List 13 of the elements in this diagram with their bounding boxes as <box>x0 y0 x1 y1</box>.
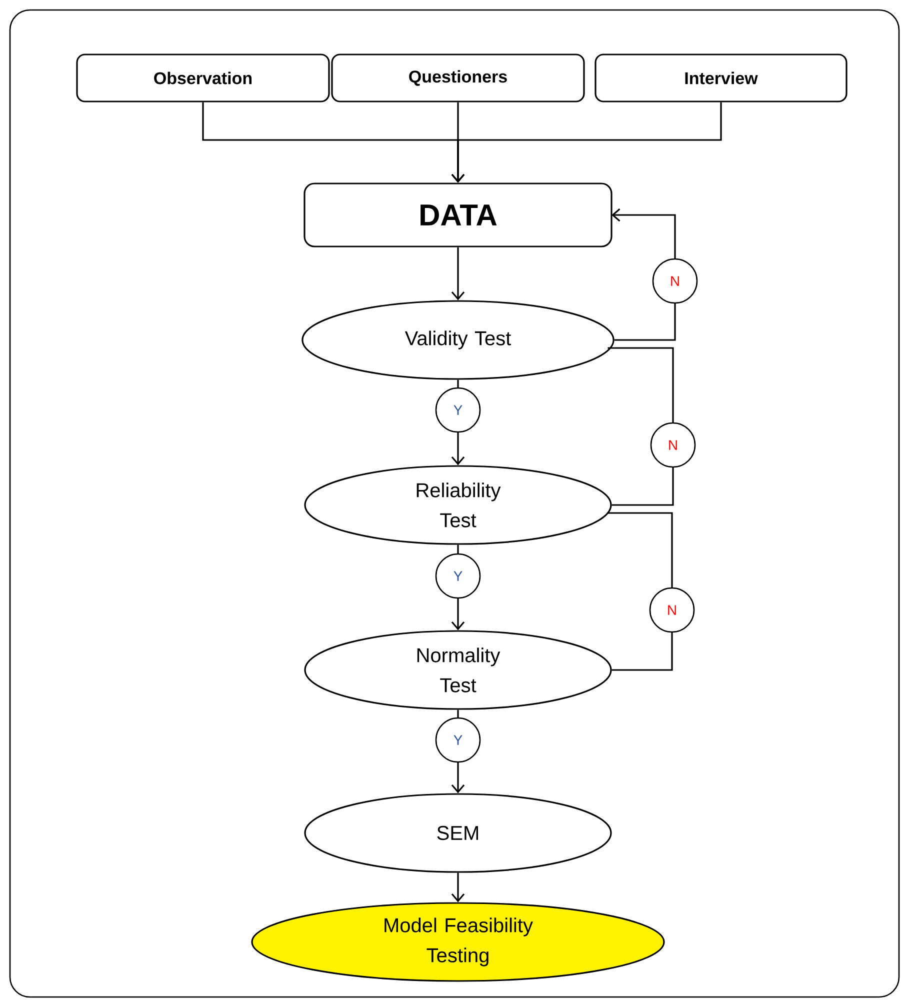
edge-label: Y <box>435 387 481 433</box>
arrow <box>451 247 465 300</box>
data-box: DATA <box>304 182 612 248</box>
edge-label: Y <box>435 717 481 763</box>
edge-label: Y <box>435 553 481 599</box>
arrow <box>451 872 465 902</box>
edge-label: N <box>650 422 696 468</box>
source-box: Interview <box>594 54 848 102</box>
source-box: Observation <box>76 54 330 102</box>
arrow <box>451 102 722 183</box>
edge-label: N <box>652 258 698 304</box>
edge-label: N <box>649 587 695 633</box>
source-box: Questioners <box>331 54 585 102</box>
